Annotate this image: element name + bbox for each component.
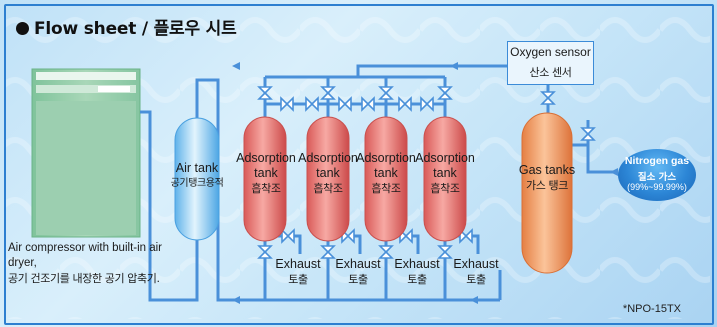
exhaust-label-3: Exhaust 토출: [394, 257, 440, 286]
adsorption-tank-3: [364, 116, 408, 242]
exhaust-label-2: Exhaust 토출: [335, 257, 381, 286]
valves: [257, 86, 596, 259]
frame-border: [4, 4, 714, 325]
adsorption-tank-1: [243, 116, 287, 242]
adsorption-tanks: [243, 116, 467, 242]
gas-tank-label: Gas tanks 가스 탱크: [518, 163, 576, 192]
adsorption-tank-4: [423, 116, 467, 242]
nitrogen-output: Nitrogen gas 질소 가스 (99%~99.99%): [618, 149, 696, 201]
flow-arrows: [232, 62, 618, 304]
adsorption-tank-2: [306, 116, 350, 242]
oxygen-sensor-box: Oxygen sensor 산소 센서: [507, 41, 594, 85]
exhaust-label-1: Exhaust 토출: [275, 257, 321, 286]
gas-tank: [521, 112, 573, 274]
air-tank-label: Air tank 공기탱크용적: [170, 161, 224, 189]
compressor-label: Air compressor with built-in air dryer, …: [8, 242, 163, 285]
page-title: Flow sheet / 플로우 시트: [16, 14, 237, 39]
air-compressor: [31, 68, 141, 238]
bullet-dot: [16, 22, 29, 35]
adsorption-label-1: Adsorption tank 흡착조: [236, 151, 296, 195]
exhaust-label-4: Exhaust 토출: [453, 257, 499, 286]
air-tank: [174, 117, 220, 241]
adsorption-label-3: Adsorption tank 흡착조: [356, 151, 416, 195]
model-number: *NPO-15TX: [622, 303, 681, 315]
adsorption-label-2: Adsorption tank 흡착조: [298, 151, 358, 195]
adsorption-label-4: Adsorption tank 흡착조: [415, 151, 475, 195]
